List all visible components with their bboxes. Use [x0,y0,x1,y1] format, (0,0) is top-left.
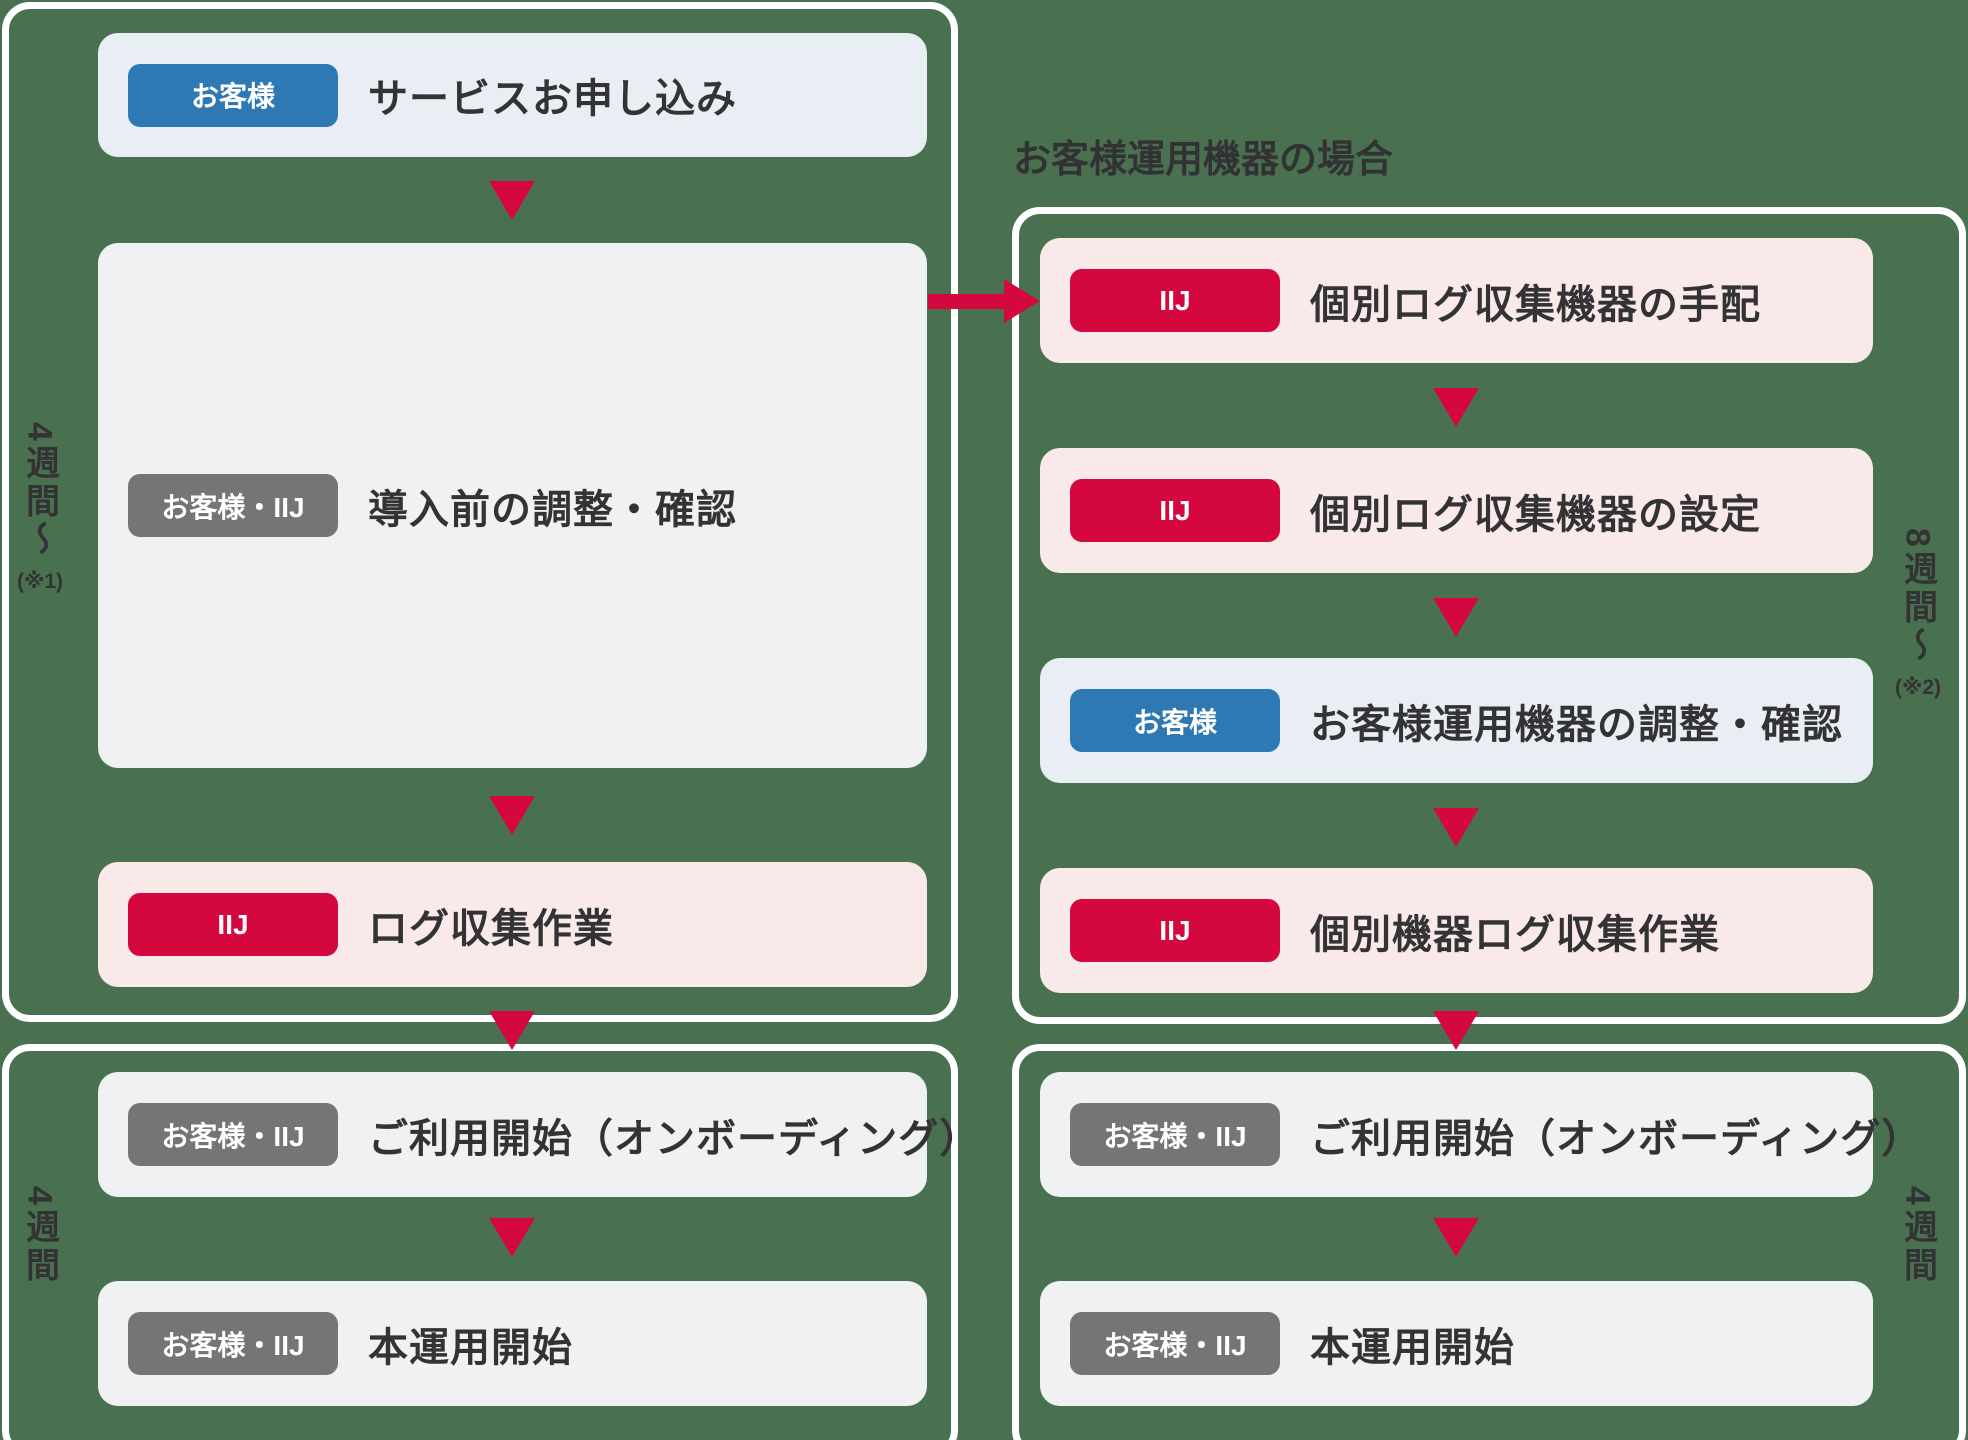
step-label: 個別ログ収集機器の設定 [1310,492,1761,537]
step-label: 本運用開始 [1310,1325,1515,1370]
step-label: 本運用開始 [368,1325,573,1370]
actor-badge-customer-iij: お客様・IIJ [128,1312,338,1375]
duration-note: (※1) [16,569,64,593]
duration-label-right-bottom: 4週間 [1892,1186,1944,1285]
step-individual-log-device-arrangement: IIJ 個別ログ収集機器の手配 [1040,238,1873,363]
branch-arrow-shaft [928,294,1006,309]
step-full-operation-start-left: お客様・IIJ 本運用開始 [98,1281,927,1406]
actor-badge-customer: お客様 [128,63,338,127]
step-individual-device-log-collection: IIJ 個別機器ログ収集作業 [1040,868,1873,993]
step-service-start-onboarding-left: お客様・IIJ ご利用開始（オンボーディング） [98,1072,979,1197]
step-label: ご利用開始（オンボーディング） [1310,1116,1923,1161]
step-pre-introduction-coordination: お客様・IIJ 導入前の調整・確認 [98,243,927,768]
duration-label-left-top: 4週間〜 (※1) [14,422,66,594]
right-flow-heading: お客様運用機器の場合 [1013,139,1394,181]
flow-down-arrow-icon [489,796,535,835]
step-full-operation-start-right: お客様・IIJ 本運用開始 [1040,1281,1873,1406]
left-bottom-flow-container [2,1044,958,1440]
step-individual-log-device-setup: IIJ 個別ログ収集機器の設定 [1040,448,1873,573]
actor-badge-iij: IIJ [1070,269,1280,332]
duration-text: 4週間〜 [20,422,59,559]
flow-down-arrow-icon [1433,1218,1479,1257]
duration-text: 4週間 [20,1186,59,1285]
right-top-flow-container [1012,207,1966,1024]
step-label: お客様運用機器の調整・確認 [1310,702,1843,747]
actor-badge-customer-iij: お客様・IIJ [128,1103,338,1166]
left-top-flow-container [2,2,958,1022]
flow-down-arrow-icon [1433,808,1479,847]
step-label: 個別機器ログ収集作業 [1310,912,1720,957]
duration-note: (※2) [1894,675,1942,699]
actor-badge-customer-iij: お客様・IIJ [1070,1103,1280,1166]
duration-text: 4週間 [1898,1186,1937,1285]
step-service-application: お客様 サービスお申し込み [98,33,927,157]
actor-badge-iij: IIJ [1070,479,1280,542]
duration-text: 8週間〜 [1898,528,1937,665]
flow-down-arrow-icon [489,1011,535,1050]
actor-badge-customer-iij: お客様・IIJ [1070,1312,1280,1375]
duration-label-left-bottom: 4週間 [14,1186,66,1285]
step-label: サービスお申し込み [368,77,737,121]
right-bottom-flow-container [1012,1044,1966,1440]
duration-label-right-top: 8週間〜 (※2) [1892,528,1944,700]
actor-badge-customer-iij: お客様・IIJ [128,474,338,537]
flow-down-arrow-icon [489,181,535,220]
step-label: ご利用開始（オンボーディング） [368,1116,981,1161]
flow-down-arrow-icon [1433,598,1479,637]
step-label: ログ収集作業 [368,906,614,951]
flow-down-arrow-icon [1433,1011,1479,1050]
actor-badge-customer: お客様 [1070,689,1280,752]
step-label: 導入前の調整・確認 [368,487,737,532]
step-log-collection: IIJ ログ収集作業 [98,862,927,987]
actor-badge-iij: IIJ [1070,899,1280,962]
flow-down-arrow-icon [1433,388,1479,427]
actor-badge-iij: IIJ [128,893,338,956]
step-customer-device-coordination: お客様 お客様運用機器の調整・確認 [1040,658,1873,783]
step-label: 個別ログ収集機器の手配 [1310,282,1761,327]
step-service-start-onboarding-right: お客様・IIJ ご利用開始（オンボーディング） [1040,1072,1921,1197]
branch-right-arrow-icon [1004,279,1040,323]
flow-down-arrow-icon [489,1218,535,1257]
